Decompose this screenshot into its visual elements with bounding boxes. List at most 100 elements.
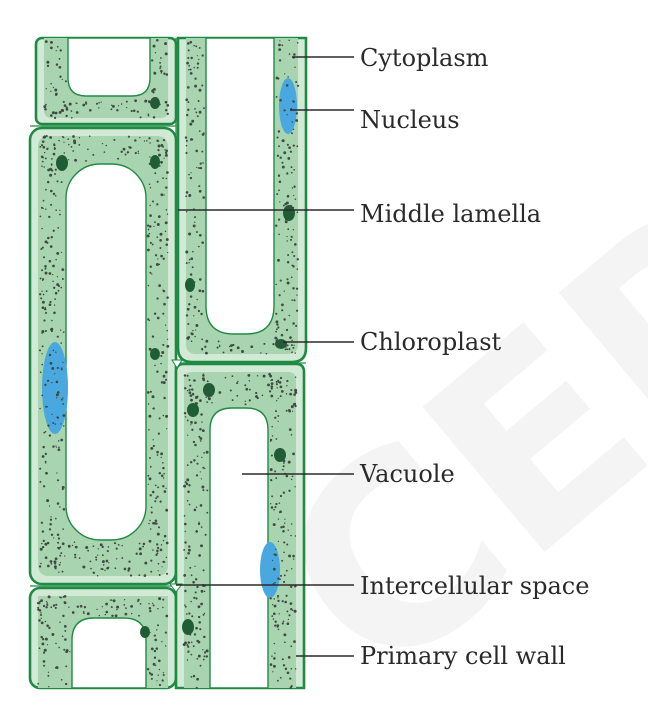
cytoplasm-granule bbox=[273, 508, 275, 511]
cytoplasm-granule bbox=[283, 580, 286, 584]
cytoplasm-granule bbox=[64, 80, 67, 83]
cytoplasm-granule bbox=[272, 342, 275, 346]
cytoplasm-granule bbox=[58, 285, 61, 288]
cytoplasm-granule bbox=[191, 388, 194, 391]
cytoplasm-granule bbox=[40, 297, 43, 300]
cytoplasm-granule bbox=[121, 544, 123, 547]
cytoplasm-granule bbox=[40, 621, 44, 625]
cytoplasm-granule bbox=[274, 604, 277, 607]
cytoplasm-granule bbox=[144, 561, 148, 565]
nucleus-right-lower bbox=[260, 542, 280, 598]
cytoplasm-granule bbox=[105, 144, 108, 147]
cytoplasm-granule bbox=[44, 542, 48, 546]
cytoplasm-granule bbox=[185, 482, 189, 486]
cytoplasm-granule bbox=[41, 306, 45, 310]
cytoplasm-granule bbox=[74, 545, 78, 549]
cytoplasm-granule bbox=[163, 490, 167, 493]
cytoplasm-granule bbox=[125, 607, 127, 609]
cytoplasm-granule bbox=[153, 649, 157, 653]
chloroplast bbox=[274, 448, 286, 462]
cytoplasm-granule bbox=[202, 378, 205, 382]
cytoplasm-granule bbox=[86, 612, 90, 616]
cytoplasm-granule bbox=[261, 394, 264, 397]
cytoplasm-granule bbox=[188, 261, 190, 264]
cytoplasm-granule bbox=[56, 472, 58, 474]
cytoplasm-granule bbox=[74, 556, 77, 559]
cytoplasm-granule bbox=[282, 204, 285, 207]
cytoplasm-granule bbox=[150, 559, 153, 562]
cytoplasm-granule bbox=[60, 678, 63, 681]
cytoplasm-granule bbox=[48, 528, 52, 531]
cytoplasm-granule bbox=[38, 619, 41, 622]
cytoplasm-granule bbox=[51, 111, 55, 115]
cytoplasm-granule bbox=[189, 72, 193, 75]
cytoplasm-granule bbox=[245, 387, 249, 391]
cytoplasm-granule bbox=[153, 71, 157, 75]
cytoplasm-granule bbox=[296, 41, 299, 44]
cytoplasm-granule bbox=[41, 290, 43, 292]
cytoplasm-granule bbox=[158, 263, 161, 266]
cytoplasm-granule bbox=[149, 271, 152, 274]
cytoplasm-granule bbox=[45, 208, 47, 210]
cytoplasm-granule bbox=[290, 166, 293, 169]
cytoplasm-granule bbox=[189, 631, 192, 634]
cytoplasm-granule bbox=[76, 605, 80, 608]
cytoplasm-granule bbox=[56, 335, 59, 338]
cytoplasm-granule bbox=[124, 153, 127, 156]
cytoplasm-granule bbox=[274, 506, 277, 509]
cytoplasm-granule bbox=[277, 518, 280, 520]
cytoplasm-granule bbox=[160, 544, 163, 546]
cytoplasm-granule bbox=[286, 543, 289, 546]
cytoplasm-granule bbox=[52, 86, 55, 89]
cytoplasm-granule bbox=[59, 75, 62, 78]
intercellular-spaces bbox=[169, 359, 183, 593]
cytoplasm-granule bbox=[165, 572, 169, 575]
cytoplasm-granule bbox=[272, 664, 276, 668]
cytoplasm-granule bbox=[289, 336, 292, 339]
cytoplasm-granule bbox=[154, 52, 157, 54]
chloroplast bbox=[203, 383, 215, 397]
cytoplasm-granule bbox=[187, 335, 191, 339]
cytoplasm-granule bbox=[184, 481, 187, 484]
cytoplasm-granule bbox=[272, 567, 276, 571]
cytoplasm-granule bbox=[157, 215, 161, 218]
cytoplasm-granule bbox=[271, 559, 274, 562]
cytoplasm-granule bbox=[52, 280, 54, 283]
cytoplasm-granule bbox=[155, 647, 159, 650]
cytoplasm-granule bbox=[291, 132, 293, 135]
cytoplasm-granule bbox=[198, 435, 201, 438]
cytoplasm-granule bbox=[290, 389, 292, 391]
chloroplast bbox=[150, 97, 160, 109]
cytoplasm-granule bbox=[281, 309, 284, 312]
cytoplasm-granule bbox=[51, 366, 55, 370]
cytoplasm-granule bbox=[288, 554, 292, 558]
cytoplasm-granule bbox=[60, 368, 63, 371]
cytoplasm-granule bbox=[148, 607, 152, 610]
cytoplasm-granule bbox=[68, 143, 70, 146]
cytoplasm-granule bbox=[189, 384, 192, 387]
cytoplasm-granule bbox=[138, 614, 140, 617]
cytoplasm-granule bbox=[62, 331, 65, 333]
cytoplasm-granule bbox=[42, 651, 46, 654]
cytoplasm-granule bbox=[272, 523, 276, 527]
cytoplasm-granule bbox=[186, 42, 190, 45]
cytoplasm-granule bbox=[166, 344, 170, 348]
cytoplasm-granule bbox=[152, 444, 155, 448]
cytoplasm-granule bbox=[291, 568, 293, 570]
cytoplasm-granule bbox=[156, 552, 159, 555]
cytoplasm-granule bbox=[158, 417, 161, 420]
cytoplasm-granule bbox=[271, 604, 274, 606]
cytoplasm-granule bbox=[44, 311, 48, 314]
cytoplasm-granule bbox=[229, 348, 233, 352]
cytoplasm-granule bbox=[195, 149, 198, 153]
cytoplasm-granule bbox=[157, 258, 159, 260]
cytoplasm-granule bbox=[186, 113, 189, 117]
cytoplasm-granule bbox=[186, 390, 189, 392]
cytoplasm-granule bbox=[270, 382, 274, 385]
cytoplasm-granule bbox=[63, 601, 67, 605]
cytoplasm-granule bbox=[196, 462, 199, 465]
cytoplasm-granule bbox=[97, 554, 99, 556]
cytoplasm-granule bbox=[54, 567, 57, 570]
cytoplasm-granule bbox=[196, 657, 199, 660]
cytoplasm-granule bbox=[155, 97, 158, 100]
